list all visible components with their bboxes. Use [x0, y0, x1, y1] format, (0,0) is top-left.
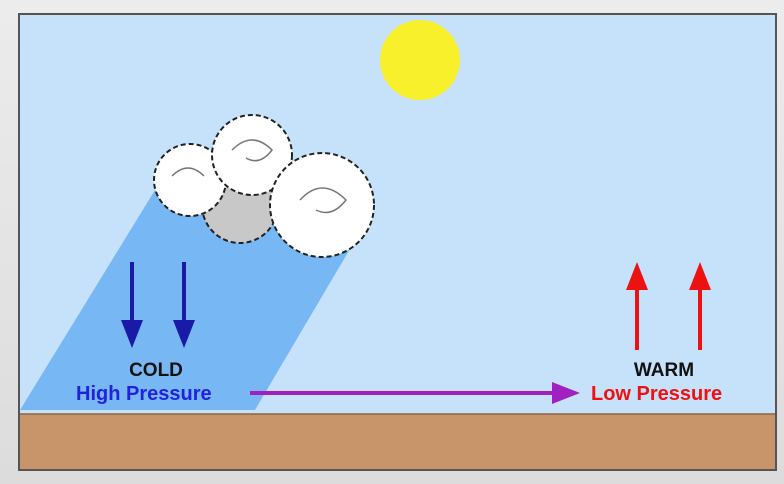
- cold-label: COLD: [129, 360, 183, 381]
- cloud-swirl-2: [299, 187, 347, 214]
- up-arrow-head-1: [626, 262, 648, 290]
- warm-label: WARM: [633, 360, 695, 381]
- down-arrow-head-1: [121, 320, 143, 348]
- cloud-cluster: [153, 114, 375, 258]
- sinking-air-column: [20, 190, 370, 410]
- ground: [20, 414, 775, 469]
- low-pressure-label: Low Pressure: [591, 383, 723, 405]
- high-pressure-label: High Pressure: [76, 383, 212, 405]
- down-arrow-head-2: [173, 320, 195, 348]
- sun: [380, 20, 460, 100]
- cloud-swirl-1: [231, 139, 273, 162]
- rising-arrows: [626, 262, 711, 350]
- cloud-texture: [171, 139, 347, 214]
- cloud-puff-right: [269, 152, 375, 258]
- cloud-puff-top: [211, 114, 293, 196]
- wind-arrow: [250, 382, 580, 404]
- wind-arrow-head: [552, 382, 580, 404]
- descending-arrows: [121, 262, 195, 348]
- cloud-swirl-3: [171, 167, 205, 177]
- up-arrow-head-2: [689, 262, 711, 290]
